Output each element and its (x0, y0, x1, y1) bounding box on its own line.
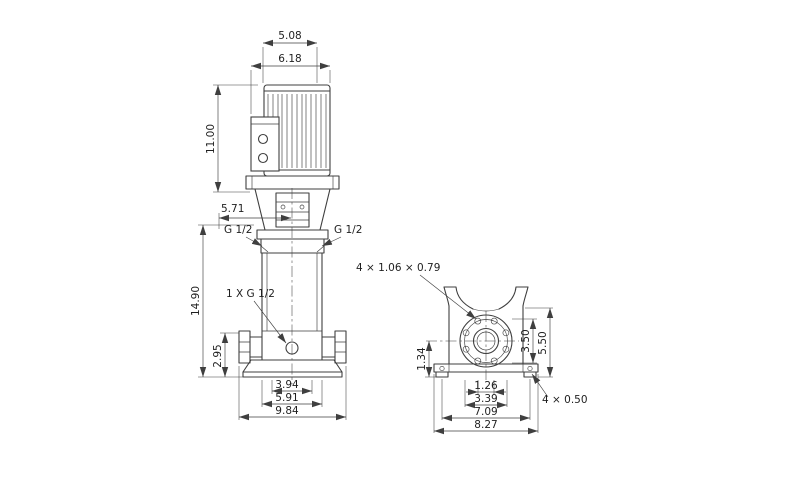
label-bolt-hole-note: 4 × 1.06 × 0.79 (356, 262, 440, 274)
left-flange (238, 330, 251, 364)
base-plate (242, 371, 343, 378)
dim-flange-width: 5.91 (275, 392, 298, 404)
pump-head (256, 229, 329, 254)
head-body (260, 238, 325, 254)
pump-base (242, 359, 343, 378)
base-plate-ticks (448, 364, 524, 372)
dim-overall-width: 9.84 (275, 405, 299, 417)
coupling-bolt-right (299, 204, 305, 210)
flange-bolt-lines (239, 341, 346, 353)
base-flange-view: 4 × 1.06 × 0.79 1.34 3.50 5.50 1.26 3.39… (356, 262, 588, 435)
leader-foot-hole-note (531, 373, 549, 398)
head-port-bosses (260, 245, 325, 253)
coupling-lines (276, 201, 309, 221)
dim-flange-center-height: 2.95 (212, 344, 224, 367)
motor-stool-coupling (254, 188, 331, 231)
coupling-bolt-left (280, 204, 286, 210)
flange-necks (249, 336, 336, 358)
dim-foot-hole-span: 7.09 (474, 406, 497, 418)
foot-hole-left (439, 365, 445, 372)
label-drain-port: 1 X G 1/2 (226, 288, 275, 300)
head-top-plate (256, 229, 329, 240)
right-flange (334, 330, 347, 364)
dim-hub-width: 1.26 (474, 380, 498, 392)
left-view-dimensions: 5.08 6.18 11.00 5.71 14.90 2.95 G 1/2 G … (190, 30, 362, 421)
foot-pad-left (435, 371, 449, 378)
label-port-right: G 1/2 (334, 224, 362, 236)
leader-port-right (321, 236, 342, 247)
pump-elevation-view: 5.08 6.18 11.00 5.71 14.90 2.95 G 1/2 G … (190, 30, 362, 421)
base-slopes (242, 359, 343, 373)
dim-pump-height: 14.90 (190, 286, 202, 316)
dim-motor-top-width: 5.08 (278, 30, 301, 42)
dim-base-to-center: 1.34 (416, 347, 428, 371)
motor-flange-ticks (251, 176, 334, 189)
dim-base-width: 8.27 (474, 419, 497, 431)
dim-motor-width: 6.18 (278, 53, 301, 65)
leader-bolt-hole-note (419, 274, 477, 320)
motor (245, 84, 340, 190)
leader-drain-port (253, 300, 287, 344)
dim-bolt-span: 3.39 (474, 393, 497, 405)
coupling (275, 192, 310, 228)
cable-entry-top (257, 133, 269, 145)
dim-flange-span: 3.50 (520, 329, 532, 352)
foot-pad-right (523, 371, 537, 378)
extension-lines (425, 307, 553, 433)
leader-port-left (245, 236, 263, 247)
cable-entry-bottom (257, 152, 269, 164)
dim-port-face-width: 3.94 (275, 379, 299, 391)
terminal-box (250, 116, 280, 172)
foot-outline (443, 286, 529, 365)
foot-hole-right (527, 365, 533, 372)
suction-discharge-flanges (238, 330, 347, 364)
label-foot-hole-note: 4 × 0.50 (542, 394, 588, 406)
dim-flange-top-height: 5.50 (537, 331, 549, 354)
stool-legs (254, 188, 331, 231)
dim-head-offset: 5.71 (221, 203, 244, 215)
right-view-dimensions: 4 × 1.06 × 0.79 1.34 3.50 5.50 1.26 3.39… (356, 262, 588, 435)
motor-flange (245, 175, 340, 190)
dim-motor-height: 11.00 (205, 124, 217, 154)
label-port-left: G 1/2 (224, 224, 252, 236)
sleeve-outer (261, 252, 323, 361)
